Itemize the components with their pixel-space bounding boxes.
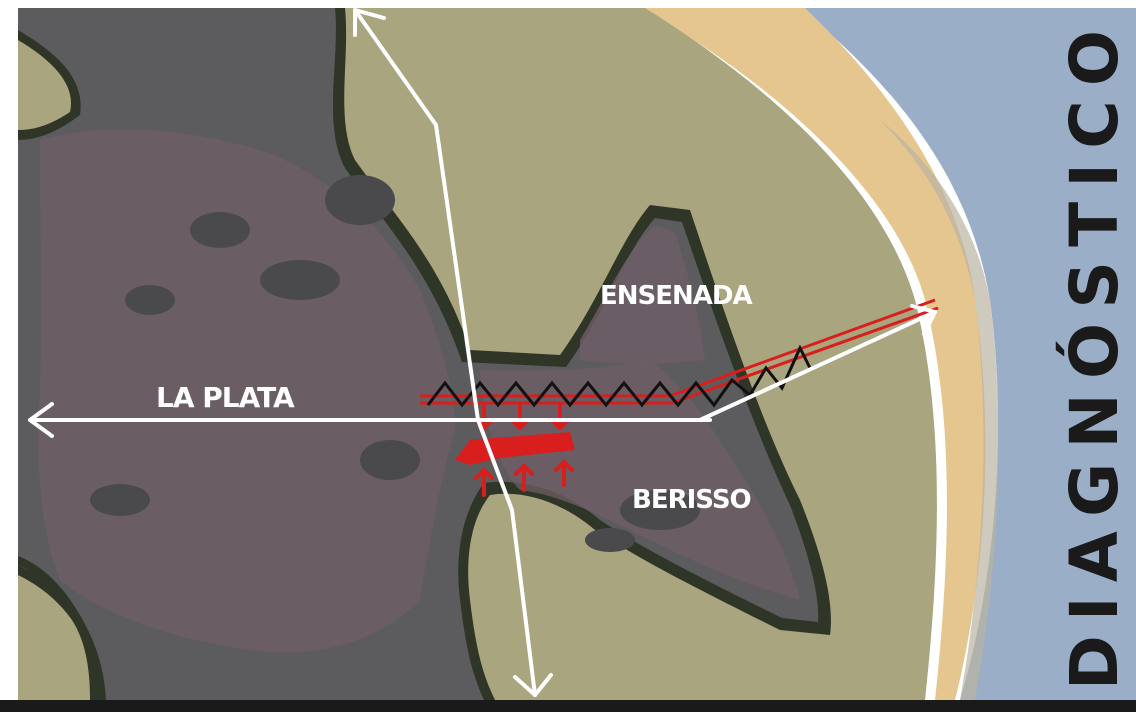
rural-area-sw-fill [18,575,90,700]
connection-arrows [28,8,937,697]
south-arrow [476,418,537,697]
east-arrow [698,310,937,422]
zigzag-barrier [426,344,812,408]
north-arrow [353,8,480,422]
shoreline-band [880,120,999,700]
urban-core [38,129,456,653]
inward-arrows [474,403,574,497]
bottom-bar [0,700,1136,712]
rural-island-nw-fill [18,40,72,130]
label-la-plata: LA PLATA [156,381,295,414]
urban-patches [90,175,700,552]
south-arrowhead [513,673,553,697]
label-ensenada: ENSENADA [600,281,752,311]
west-arrowhead [28,402,54,438]
water-area [800,8,1136,700]
label-berisso: BERISSO [632,485,751,515]
beach-strip [640,8,986,700]
title-text: DIAGNÓSTICO [1056,30,1133,690]
diagnostico-title: DIAGNÓSTICO [1056,30,1133,690]
ensenada-zone [580,225,705,364]
east-arrowhead [910,304,937,336]
north-arrowhead [353,8,386,37]
